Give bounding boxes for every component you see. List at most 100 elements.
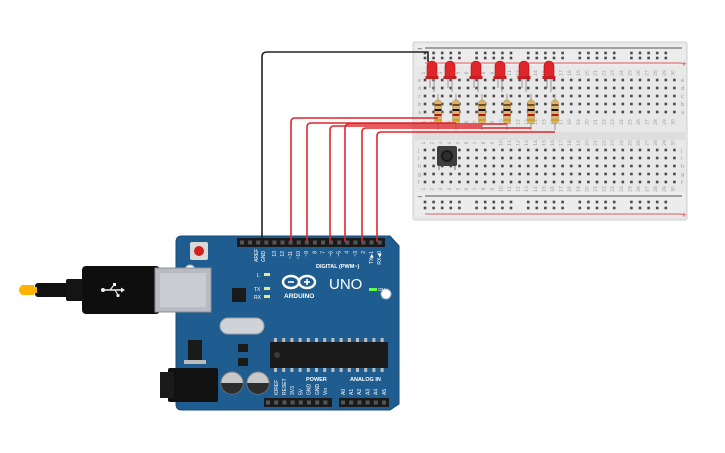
terminal-hole[interactable] [621, 102, 625, 106]
header-pin[interactable] [296, 240, 301, 245]
rail-hole[interactable] [578, 200, 582, 204]
rail-hole[interactable] [664, 51, 668, 55]
ground-wire[interactable] [261, 51, 429, 242]
rail-hole[interactable] [423, 206, 427, 210]
terminal-hole[interactable] [664, 164, 668, 168]
terminal-hole[interactable] [466, 148, 470, 152]
terminal-hole[interactable] [475, 78, 478, 82]
header-pin[interactable] [357, 400, 362, 405]
terminal-hole[interactable] [518, 102, 521, 106]
terminal-hole[interactable] [621, 110, 625, 114]
rail-hole[interactable] [449, 51, 453, 55]
header-pin[interactable] [377, 240, 382, 245]
terminal-hole[interactable] [432, 180, 435, 184]
terminal-hole[interactable] [544, 180, 547, 184]
rail-hole[interactable] [458, 206, 461, 210]
rail-hole[interactable] [526, 56, 530, 60]
terminal-hole[interactable] [612, 148, 616, 152]
terminal-hole[interactable] [673, 78, 676, 82]
rail-hole[interactable] [509, 56, 513, 60]
header-pin[interactable] [266, 400, 270, 405]
rail-hole[interactable] [458, 51, 461, 55]
terminal-hole[interactable] [458, 86, 461, 90]
rail-hole[interactable] [561, 56, 564, 60]
terminal-hole[interactable] [501, 156, 504, 160]
terminal-hole[interactable] [664, 148, 668, 152]
terminal-hole[interactable] [509, 110, 513, 114]
terminal-hole[interactable] [621, 180, 625, 184]
terminal-hole[interactable] [604, 164, 607, 168]
terminal-hole[interactable] [544, 94, 547, 98]
terminal-hole[interactable] [647, 78, 650, 82]
terminal-hole[interactable] [630, 94, 633, 98]
terminal-hole[interactable] [466, 86, 470, 90]
terminal-hole[interactable] [587, 94, 590, 98]
terminal-hole[interactable] [449, 86, 453, 90]
terminal-hole[interactable] [612, 180, 616, 184]
terminal-hole[interactable] [612, 164, 616, 168]
terminal-hole[interactable] [535, 86, 539, 90]
terminal-hole[interactable] [466, 180, 470, 184]
header-pin[interactable] [315, 400, 320, 405]
terminal-hole[interactable] [535, 180, 539, 184]
terminal-hole[interactable] [587, 78, 590, 82]
terminal-hole[interactable] [655, 86, 659, 90]
rail-hole[interactable] [578, 56, 582, 60]
terminal-hole[interactable] [604, 78, 607, 82]
terminal-hole[interactable] [526, 86, 530, 90]
terminal-hole[interactable] [647, 94, 650, 98]
terminal-hole[interactable] [604, 156, 607, 160]
terminal-hole[interactable] [483, 78, 487, 82]
led[interactable] [493, 60, 507, 92]
rail-hole[interactable] [492, 200, 496, 204]
rail-hole[interactable] [423, 56, 427, 60]
terminal-hole[interactable] [673, 94, 676, 98]
terminal-hole[interactable] [432, 110, 435, 114]
terminal-hole[interactable] [475, 148, 478, 152]
terminal-hole[interactable] [552, 164, 556, 168]
terminal-hole[interactable] [587, 102, 590, 106]
rail-hole[interactable] [432, 200, 435, 204]
terminal-hole[interactable] [569, 86, 573, 90]
terminal-hole[interactable] [621, 86, 625, 90]
terminal-hole[interactable] [535, 94, 539, 98]
terminal-hole[interactable] [621, 156, 625, 160]
terminal-hole[interactable] [569, 78, 573, 82]
terminal-hole[interactable] [655, 156, 659, 160]
terminal-hole[interactable] [664, 86, 668, 90]
rail-hole[interactable] [483, 200, 487, 204]
rail-hole[interactable] [561, 51, 564, 55]
header-pin[interactable] [345, 240, 350, 245]
resistor[interactable] [551, 94, 559, 130]
terminal-hole[interactable] [655, 94, 659, 98]
terminal-hole[interactable] [587, 148, 590, 152]
terminal-hole[interactable] [458, 156, 461, 160]
header-pin[interactable] [272, 240, 277, 245]
terminal-hole[interactable] [544, 102, 547, 106]
terminal-hole[interactable] [535, 110, 539, 114]
header-pin[interactable] [312, 240, 317, 245]
terminal-hole[interactable] [595, 110, 599, 114]
terminal-hole[interactable] [630, 164, 633, 168]
terminal-hole[interactable] [544, 148, 547, 152]
terminal-hole[interactable] [475, 172, 478, 176]
header-pin[interactable] [256, 240, 261, 245]
terminal-hole[interactable] [423, 172, 427, 176]
terminal-hole[interactable] [595, 86, 599, 90]
terminal-hole[interactable] [569, 164, 573, 168]
signal-wire[interactable] [376, 131, 555, 242]
rail-hole[interactable] [587, 200, 590, 204]
terminal-hole[interactable] [595, 78, 599, 82]
terminal-hole[interactable] [673, 110, 676, 114]
terminal-hole[interactable] [449, 94, 453, 98]
rail-hole[interactable] [501, 51, 504, 55]
rail-hole[interactable] [578, 206, 582, 210]
rail-hole[interactable] [440, 56, 444, 60]
rail-hole[interactable] [526, 51, 530, 55]
rail-hole[interactable] [595, 200, 599, 204]
terminal-hole[interactable] [621, 164, 625, 168]
terminal-hole[interactable] [595, 172, 599, 176]
rail-hole[interactable] [449, 56, 453, 60]
led[interactable] [443, 60, 457, 92]
rail-hole[interactable] [501, 56, 504, 60]
